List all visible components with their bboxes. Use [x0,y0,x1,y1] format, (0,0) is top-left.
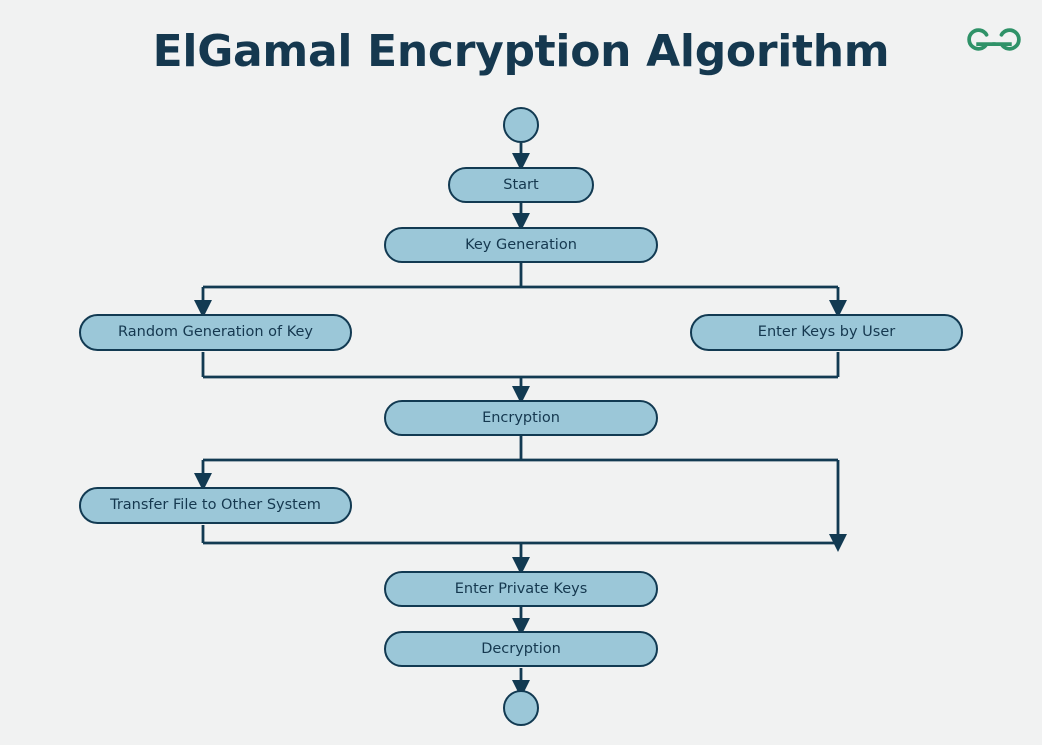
node-transfer-file-to-other-system-label: Transfer File to Other System [110,497,321,514]
node-transfer-file-to-other-system[interactable]: Transfer File to Other System [79,487,352,524]
node-enter-keys-by-user-label: Enter Keys by User [757,324,896,341]
node-enter-private-keys[interactable]: Enter Private Keys [384,571,658,607]
node-start[interactable]: Start [448,167,594,203]
node-start-label: Start [503,176,539,193]
node-enter-keys-by-user[interactable]: Enter Keys by User [690,314,963,351]
page-title: ElGamal Encryption Algorithm [152,26,890,77]
node-key-generation-label: Key Generation [465,236,577,253]
start-terminator [503,107,539,143]
end-terminator [503,690,539,726]
node-random-generation-of-key-label: Random Generation of Key [117,324,313,341]
geeksforgeeks-logo [966,18,1022,60]
node-random-generation-of-key[interactable]: Random Generation of Key [79,314,352,351]
node-decryption-label: Decryption [481,640,561,657]
node-encryption[interactable]: Encryption [384,400,658,436]
node-decryption[interactable]: Decryption [384,631,658,667]
node-encryption-label: Encryption [482,409,560,426]
node-key-generation[interactable]: Key Generation [384,227,658,263]
node-enter-private-keys-label: Enter Private Keys [454,580,588,597]
